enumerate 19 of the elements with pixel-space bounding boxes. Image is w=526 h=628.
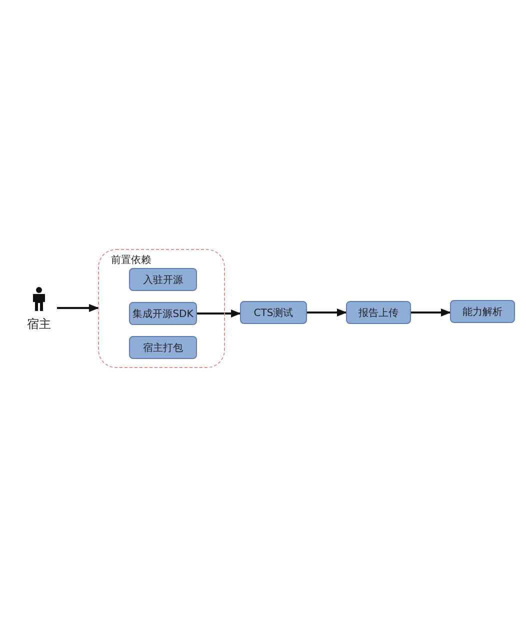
process-box	[346, 301, 411, 324]
process-box	[450, 300, 515, 323]
box-label: CTS测试	[254, 306, 294, 320]
arrow	[411, 308, 451, 316]
group-title: 前置依赖	[111, 254, 151, 267]
box-label: 报告上传	[358, 306, 398, 320]
box-label: 宿主打包	[143, 342, 183, 354]
arrow	[57, 304, 99, 312]
process-box	[129, 268, 197, 291]
arrow	[307, 308, 347, 316]
actor-label: 宿主	[26, 316, 52, 333]
dashed-group-box	[98, 249, 225, 368]
process-box	[129, 336, 197, 359]
box-label: 能力解析	[462, 306, 502, 318]
box-label: 集成开源SDK	[132, 308, 194, 320]
arrow	[197, 310, 241, 318]
box-label: 入驻开源	[143, 274, 183, 286]
process-box	[240, 301, 307, 324]
process-box	[129, 302, 197, 325]
